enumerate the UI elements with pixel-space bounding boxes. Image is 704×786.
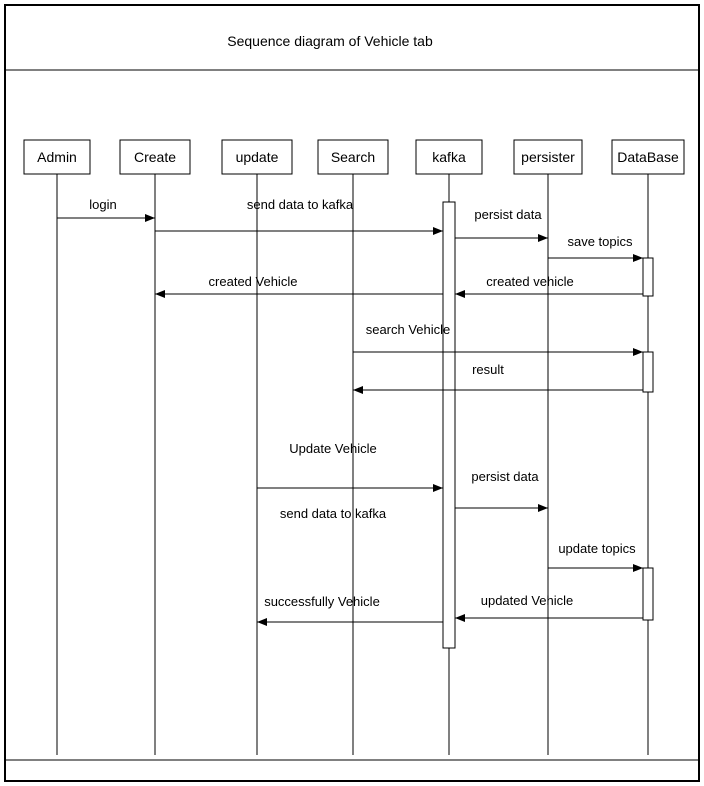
- actor-box-kafka: [415, 139, 483, 175]
- message-arrowhead-4: [455, 290, 465, 298]
- message-arrowhead-6: [633, 348, 643, 356]
- diagram-frame: [4, 4, 700, 782]
- activation-bar-database-1: [642, 257, 654, 297]
- message-arrowhead-10: [633, 564, 643, 572]
- actor-label-search: Search: [331, 149, 375, 165]
- actor-label-database: DataBase: [617, 149, 679, 165]
- actor-label-kafka: kafka: [432, 149, 466, 165]
- actor-box-create: [119, 139, 191, 175]
- message-label-2: persist data: [474, 207, 542, 222]
- activation-bar-database-3: [642, 567, 654, 621]
- message-label-7: result: [472, 362, 504, 377]
- message-label-1: send data to kafka: [247, 197, 354, 212]
- message-label-4: created vehicle: [486, 274, 573, 289]
- actor-label-update: update: [236, 149, 279, 165]
- actor-label-create: Create: [134, 149, 176, 165]
- message-label-3: save topics: [567, 234, 633, 249]
- message-arrowhead-5: [155, 290, 165, 298]
- message-arrowhead-2: [538, 234, 548, 242]
- message-label-11: updated Vehicle: [481, 593, 574, 608]
- message-arrowhead-9: [538, 504, 548, 512]
- activation-bar-kafka: [442, 201, 456, 649]
- diagram-title: Sequence diagram of Vehicle tab: [227, 33, 433, 49]
- message-label-6: search Vehicle: [366, 322, 451, 337]
- message-label-extra-0: send data to kafka: [280, 506, 387, 521]
- actor-label-admin: Admin: [37, 149, 77, 165]
- message-arrowhead-1: [433, 227, 443, 235]
- message-arrowhead-11: [455, 614, 465, 622]
- message-arrowhead-3: [633, 254, 643, 262]
- message-arrowhead-8: [433, 484, 443, 492]
- message-label-5: created Vehicle: [209, 274, 298, 289]
- message-label-9: persist data: [471, 469, 539, 484]
- actor-label-persister: persister: [521, 149, 575, 165]
- message-label-8: Update Vehicle: [289, 441, 376, 456]
- message-label-12: successfully Vehicle: [264, 594, 380, 609]
- message-arrowhead-7: [353, 386, 363, 394]
- message-arrowhead-12: [257, 618, 267, 626]
- actor-box-search: [317, 139, 389, 175]
- message-label-10: update topics: [558, 541, 636, 556]
- message-arrowhead-0: [145, 214, 155, 222]
- message-label-0: login: [89, 197, 116, 212]
- activation-bar-database-2: [642, 351, 654, 393]
- actor-box-database: [611, 139, 685, 175]
- actor-box-admin: [23, 139, 91, 175]
- actor-box-persister: [513, 139, 583, 175]
- actor-box-update: [221, 139, 293, 175]
